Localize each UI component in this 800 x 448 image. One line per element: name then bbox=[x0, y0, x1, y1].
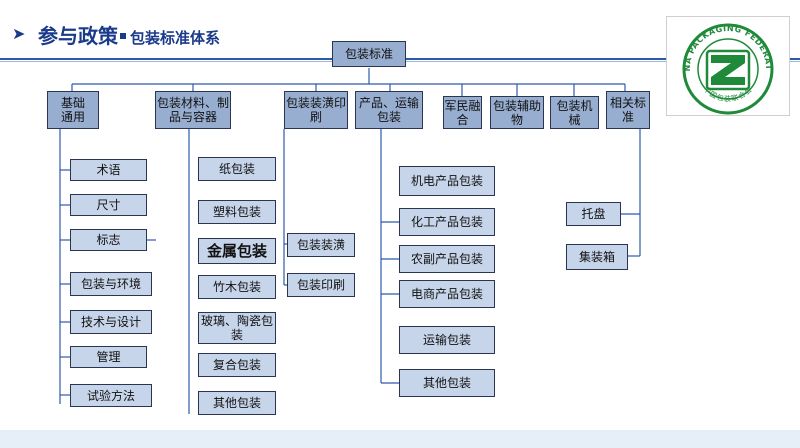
category-machinery: 包装机械 bbox=[550, 96, 599, 129]
node-terminology: 术语 bbox=[70, 159, 147, 181]
node-marking: 标志 bbox=[70, 229, 147, 251]
node-agricultural: 农副产品包装 bbox=[399, 245, 495, 273]
logo-text-bottom: 中国包装联合会 bbox=[702, 85, 753, 104]
category-military-civil: 军民融 合 bbox=[443, 96, 482, 129]
node-pallet: 托盘 bbox=[566, 202, 621, 226]
svg-text:中国包装联合会: 中国包装联合会 bbox=[702, 85, 754, 104]
node-glass-ceramic: 玻璃、陶瓷包 装 bbox=[198, 312, 276, 344]
square-bullet-icon bbox=[120, 33, 126, 39]
chevron-right-icon: ➤ bbox=[12, 24, 26, 43]
node-bamboo-wood: 竹木包装 bbox=[198, 275, 276, 299]
federation-seal-icon: CHINA PACKAGING FEDERATION 中国包装联合会 bbox=[663, 10, 774, 115]
node-design: 技术与设计 bbox=[70, 310, 152, 334]
node-management: 管理 bbox=[70, 346, 147, 368]
node-electromech: 机电产品包装 bbox=[399, 166, 495, 196]
node-decoration: 包装装潢 bbox=[287, 233, 355, 257]
node-root: 包装标准 bbox=[332, 41, 406, 67]
category-auxiliaries: 包装辅助 物 bbox=[490, 96, 544, 129]
category-product-transport: 产品、运输 包装 bbox=[355, 91, 423, 129]
footer-band bbox=[0, 430, 800, 448]
category-printing: 包装装潢印 刷 bbox=[284, 91, 348, 129]
node-test-methods: 试验方法 bbox=[70, 384, 152, 407]
node-composite: 复合包装 bbox=[198, 353, 276, 377]
category-materials: 包装材料、制 品与容器 bbox=[155, 91, 231, 129]
page-title: 参与政策包装标准体系 bbox=[38, 20, 220, 49]
node-product-other: 其他包装 bbox=[399, 369, 495, 397]
node-ecommerce: 电商产品包装 bbox=[399, 280, 495, 308]
title-sub-text: 包装标准体系 bbox=[130, 29, 221, 47]
node-chemical: 化工产品包装 bbox=[399, 208, 495, 236]
title-main-text: 参与政策 bbox=[38, 24, 118, 48]
node-transport: 运输包装 bbox=[399, 326, 495, 354]
node-plastic: 塑料包装 bbox=[198, 200, 276, 224]
category-basic: 基础 通用 bbox=[47, 91, 99, 129]
node-dimensions: 尺寸 bbox=[70, 194, 147, 216]
node-materials-other: 其他包装 bbox=[198, 391, 276, 415]
node-container: 集装箱 bbox=[566, 244, 628, 270]
node-paper: 纸包装 bbox=[198, 157, 276, 181]
category-related: 相关标 准 bbox=[606, 91, 650, 129]
node-environment: 包装与环境 bbox=[70, 272, 152, 296]
federation-logo: CHINA PACKAGING FEDERATION 中国包装联合会 bbox=[663, 10, 790, 116]
node-printing: 包装印刷 bbox=[287, 273, 355, 297]
title-bar: ➤ 参与政策包装标准体系 bbox=[0, 0, 800, 60]
node-metal: 金属包装 bbox=[198, 238, 276, 264]
